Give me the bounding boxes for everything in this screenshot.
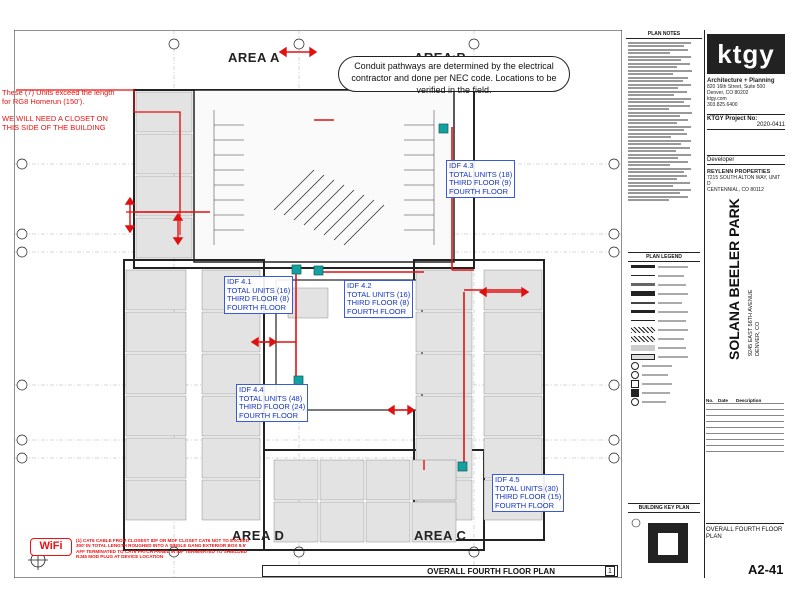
developer-address-2: CENTENNIAL, CO 80112 [707, 187, 764, 193]
idf-line: THIRD FLOOR (8) [227, 294, 290, 303]
idf-line: TOTAL UNITS (18) [449, 169, 513, 179]
idf-line: FOURTH FLOOR [449, 186, 509, 196]
rev-col-date: Date [718, 398, 728, 403]
firm-address-1: 820 16th Street, Suite 500 [707, 84, 766, 90]
plan-title-number: 1 [605, 566, 615, 576]
developer-header: Developer [707, 155, 785, 165]
project-number-label: KTGY Project No: [707, 116, 758, 122]
developer-address-1: 7215 SOUTH ALTON WAY, UNIT D [707, 175, 781, 187]
idf-line: IDF 4.2 [347, 281, 372, 290]
project-address-1: 9245 EAST 56TH AVENUE [748, 289, 754, 356]
project-number: 2020-0411 [756, 122, 785, 128]
idf-line: TOTAL UNITS (30) [495, 483, 559, 493]
firm-address-2: Denver, CO 80202 [707, 90, 749, 96]
area-c-label: AREA C [414, 528, 467, 543]
conduit-cloud-note: Conduit pathways are determined by the e… [338, 56, 570, 95]
idf-line: IDF 4.5 [495, 475, 520, 484]
project-address: 9245 EAST 56TH AVENUE DENVER, CO [748, 290, 762, 356]
red-note-length: These (7) Units exceed the length for RG… [2, 88, 115, 106]
title-block: ktgy Architecture + Planning 820 16th St… [704, 30, 786, 578]
conduit-pathways [134, 127, 524, 466]
project-number-row: KTGY Project No: 2020-0411 [707, 114, 785, 130]
firm-web: ktgy.com [707, 96, 727, 102]
plan-title-bar: OVERALL FOURTH FLOOR PLAN 1 [262, 565, 618, 577]
revision-table: No. Date Description [706, 398, 784, 452]
idf-line: FOURTH FLOOR [347, 306, 407, 316]
building-key-plan: BUILDING KEY PLAN [628, 503, 700, 578]
idf-line: IDF 4.4 [239, 385, 264, 394]
idf-4-1-label: IDF 4.1 TOTAL UNITS (16) THIRD FLOOR (8)… [224, 276, 294, 314]
idf-line: TOTAL UNITS (16) [227, 285, 291, 295]
ktgy-logo: ktgy [707, 34, 785, 74]
wifi-badge: WiFi [30, 538, 72, 556]
building-walls [123, 89, 545, 551]
project-name: SOLANA BEELER PARK [726, 198, 742, 360]
project-address-2: DENVER, CO [755, 321, 761, 356]
idf-line: THIRD FLOOR (15) [495, 492, 562, 501]
sheet-name: OVERALL FOURTH FLOOR PLAN [706, 523, 784, 541]
idf-line: FOURTH FLOOR [239, 410, 299, 420]
rev-col-description: Description [736, 398, 762, 403]
parking-stalls [213, 110, 435, 245]
firm-phone: 303.825.6400 [707, 102, 738, 108]
plan-notes-column: PLAN NOTES [626, 30, 702, 578]
revision-header-row: No. Date Description [706, 398, 784, 404]
idf-line: TOTAL UNITS (48) [239, 393, 303, 403]
plan-notes-header: PLAN NOTES [626, 30, 702, 39]
red-note-closet: WE WILL NEED A CLOSET ON THIS SIDE OF TH… [2, 114, 108, 132]
plan-notes-body [628, 40, 698, 203]
sheet-number: A2-41 [748, 562, 784, 577]
firm-name: Architecture + Planning [707, 78, 775, 84]
red-closet-note: These (7) Units exceed the length for RG… [2, 88, 120, 132]
key-plan-header: BUILDING KEY PLAN [628, 504, 700, 513]
idf-4-3-label: IDF 4.3 TOTAL UNITS (18) THIRD FLOOR (9)… [446, 160, 516, 198]
plan-legend-header: PLAN LEGEND [628, 253, 700, 262]
developer-name: REYLENN PROPERTIES [707, 169, 771, 175]
idf-line: FOURTH FLOOR [495, 500, 555, 510]
idf-line: THIRD FLOOR (24) [239, 402, 306, 411]
plan-legend: PLAN LEGEND [628, 252, 700, 492]
idf-line: THIRD FLOOR (8) [347, 298, 410, 307]
idf-line: IDF 4.3 [449, 161, 474, 170]
wifi-note: (1) CAT6 CABLE FROM CLOSEST IDF OR MDF C… [76, 538, 250, 560]
idf-line: TOTAL UNITS (16) [347, 289, 411, 299]
plan-title: OVERALL FOURTH FLOOR PLAN [427, 567, 555, 576]
idf-4-4-label: IDF 4.4 TOTAL UNITS (48) THIRD FLOOR (24… [236, 384, 309, 422]
key-plan-diagram [631, 518, 688, 563]
project-name-block: SOLANA BEELER PARK 9245 EAST 56TH AVENUE… [712, 198, 772, 370]
firm-info: Architecture + Planning 820 16th Street,… [707, 78, 785, 108]
developer-info: REYLENN PROPERTIES 7215 SOUTH ALTON WAY,… [707, 169, 785, 193]
idf-4-5-label: IDF 4.5 TOTAL UNITS (30) THIRD FLOOR (15… [492, 474, 565, 512]
idf-4-2-label: IDF 4.2 TOTAL UNITS (16) THIRD FLOOR (8)… [344, 280, 414, 318]
rev-col-no: No. [706, 398, 714, 403]
idf-line: FOURTH FLOOR [227, 302, 287, 312]
idf-line: IDF 4.1 [227, 277, 252, 286]
ramp-stripes [273, 169, 385, 246]
area-a-label: AREA A [228, 50, 280, 65]
area-d-label: AREA D [232, 528, 285, 543]
idf-line: THIRD FLOOR (9) [449, 178, 512, 187]
